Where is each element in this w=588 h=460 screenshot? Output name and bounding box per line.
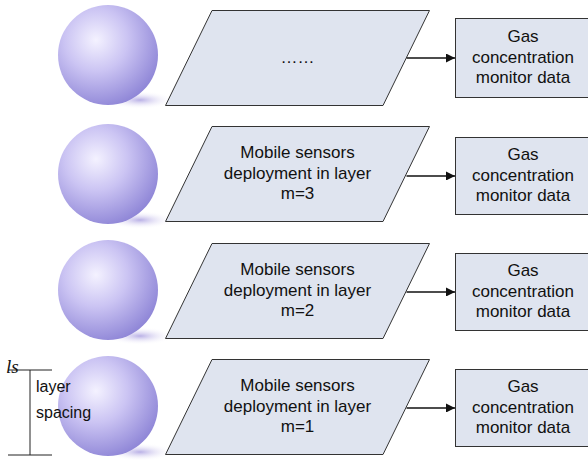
parallelogram-shape	[166, 127, 430, 222]
parallelogram-shape	[166, 244, 430, 339]
dimension-symbol: ls	[6, 356, 19, 378]
output-box: Gas concentration monitor data	[455, 18, 588, 98]
node-text: Mobile sensors deployment in layer m=2	[220, 260, 375, 322]
dimension-label: layer spacing	[36, 374, 108, 425]
output-box: Gas concentration monitor data	[455, 137, 588, 215]
arrow-connector	[407, 57, 456, 58]
arrow-connector	[407, 175, 456, 176]
node-text: Gas concentration monitor data	[462, 27, 584, 89]
output-box: Gas concentration monitor data	[455, 253, 588, 331]
input-parallelogram: Mobile sensors deployment in layer m=1	[165, 359, 430, 455]
sphere	[58, 240, 174, 345]
node-text: Mobile sensors deployment in layer m=3	[220, 143, 375, 205]
parallelogram-shape	[166, 11, 430, 106]
arrow-connector	[407, 407, 456, 408]
node-text: Gas concentration monitor data	[462, 377, 584, 439]
input-parallelogram: Mobile sensors deployment in layer m=2	[165, 243, 430, 339]
input-parallelogram: ……	[165, 10, 430, 106]
node-text: Gas concentration monitor data	[462, 145, 584, 207]
sphere	[58, 124, 174, 229]
node-text: Gas concentration monitor data	[462, 261, 584, 323]
input-parallelogram: Mobile sensors deployment in layer m=3	[165, 126, 430, 222]
arrow-connector	[407, 291, 456, 292]
parallelogram-shape	[166, 360, 430, 455]
node-text: ……	[281, 48, 315, 69]
output-box: Gas concentration monitor data	[455, 369, 588, 447]
sphere	[58, 5, 174, 109]
node-text: Mobile sensors deployment in layer m=1	[220, 376, 375, 438]
